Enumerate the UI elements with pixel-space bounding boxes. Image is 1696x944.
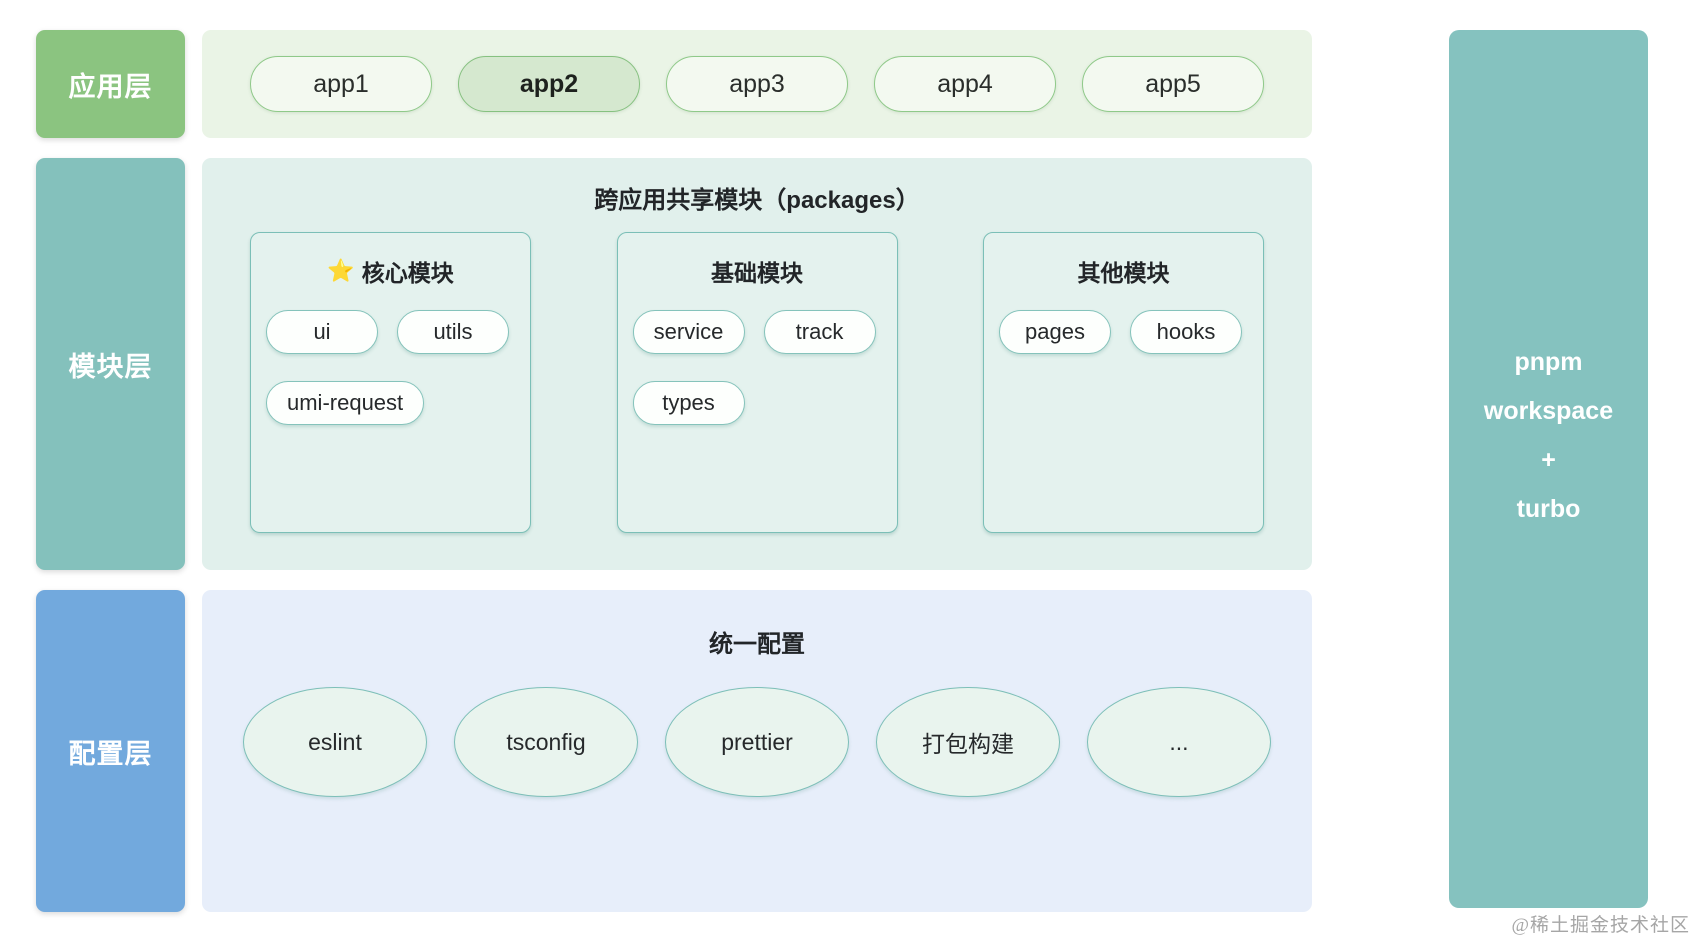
toolchain-line-pnpm: pnpm: [1514, 348, 1583, 376]
module-pill-track: track: [763, 310, 876, 354]
module-card-pills: pages hooks: [984, 310, 1263, 354]
module-card-title-text: 其他模块: [1077, 260, 1170, 286]
layer-label-application: 应用层: [36, 30, 185, 138]
app-pill-label: app5: [1145, 69, 1201, 98]
module-card-title: 其他模块: [984, 254, 1263, 288]
module-pill-hooks: hooks: [1130, 310, 1242, 354]
app-pill-label: app3: [729, 69, 785, 98]
module-pill-umi-request: umi-request: [266, 381, 425, 425]
config-item-prettier: prettier: [665, 687, 849, 797]
app-pill-app1: app1: [250, 56, 432, 112]
app-pill-app4: app4: [874, 56, 1056, 112]
shared-modules-section: 跨应用共享模块（packages） ⭐ 核心模块 ui utils umi-re…: [202, 158, 1312, 570]
config-item-more: ...: [1087, 687, 1271, 797]
module-card-base: 基础模块 service track types: [616, 232, 898, 533]
app-pill-app5: app5: [1082, 56, 1264, 112]
app-pill-label: app4: [937, 69, 993, 98]
layer-label-text: 配置层: [68, 738, 153, 769]
module-card-title-text: 基础模块: [711, 260, 803, 286]
unified-config-section: 统一配置 eslint tsconfig prettier 打包构建 ...: [202, 590, 1312, 912]
module-cards-row: ⭐ 核心模块 ui utils umi-request 基础模块 service…: [202, 232, 1312, 533]
app-pill-label: app2: [519, 69, 579, 98]
star-icon: ⭐: [327, 258, 355, 283]
layer-label-module: 模块层: [36, 158, 185, 570]
unified-config-title: 统一配置: [709, 631, 805, 658]
module-card-title: ⭐ 核心模块: [251, 254, 530, 288]
layer-label-config: 配置层: [36, 590, 185, 912]
layer-label-text: 应用层: [68, 71, 153, 102]
module-card-title-text: 核心模块: [361, 260, 454, 286]
toolchain-rail: pnpm workspace + turbo: [1449, 30, 1648, 908]
toolchain-line-turbo: turbo: [1516, 495, 1581, 523]
shared-modules-title: 跨应用共享模块（packages）: [594, 187, 920, 214]
module-card-core: ⭐ 核心模块 ui utils umi-request: [250, 232, 531, 533]
module-pill-utils: utils: [397, 310, 509, 354]
module-pill-service: service: [632, 310, 745, 354]
watermark: @稀土掘金技术社区: [1511, 915, 1690, 936]
module-pill-ui: ui: [266, 310, 378, 354]
module-pill-pages: pages: [999, 310, 1111, 354]
config-item-eslint: eslint: [243, 687, 427, 797]
toolchain-line-workspace: workspace: [1483, 397, 1614, 425]
module-card-pills: ui utils umi-request: [251, 310, 530, 425]
app-pill-app3: app3: [666, 56, 848, 112]
toolchain-line-plus: +: [1541, 446, 1556, 474]
module-card-pills: service track types: [618, 310, 897, 425]
module-card-title: 基础模块: [618, 254, 897, 288]
application-section: app1 app2 app3 app4 app5: [202, 30, 1312, 138]
config-item-tsconfig: tsconfig: [454, 687, 638, 797]
module-card-other: 其他模块 pages hooks: [983, 232, 1264, 533]
config-items-row: eslint tsconfig prettier 打包构建 ...: [202, 687, 1312, 797]
config-item-build: 打包构建: [876, 687, 1060, 797]
app-pill-app2-active: app2: [458, 56, 640, 112]
layer-label-text: 模块层: [68, 351, 153, 382]
module-pill-types: types: [632, 381, 745, 425]
app-pill-label: app1: [313, 69, 369, 98]
